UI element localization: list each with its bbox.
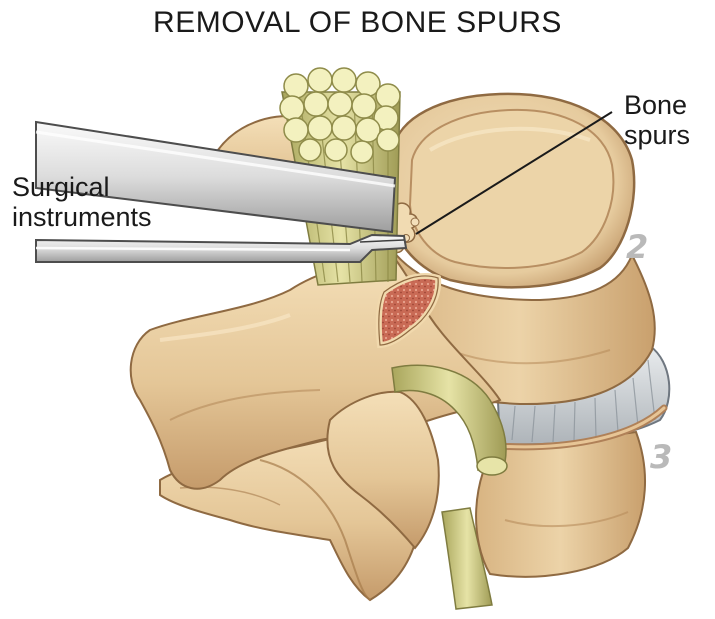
vertebra-number-3: 3 xyxy=(650,438,673,476)
bone-spurs-label: Bone spurs xyxy=(624,90,690,150)
surgical-instruments-label-line1: Surgical xyxy=(12,172,110,202)
bone-spurs-label-line2: spurs xyxy=(624,120,691,150)
exiting-nerve-root xyxy=(391,364,508,476)
vertebra-number-2: 2 xyxy=(626,228,649,266)
diagram-title: REMOVAL OF BONE SPURS xyxy=(153,6,562,39)
resected-bone xyxy=(375,272,442,349)
surgical-instrument-upper xyxy=(35,120,397,234)
surgical-instruments-label-line2: instruments xyxy=(12,202,152,232)
surgical-instruments-label: Surgical instruments xyxy=(12,172,152,232)
bone-spurs-label-line1: Bone xyxy=(624,90,688,120)
bone-spurs-leader-line xyxy=(415,111,613,235)
lower-nerve-root xyxy=(441,507,493,610)
vertebral-endplate xyxy=(390,92,636,289)
surgical-instrument-lower xyxy=(35,233,408,263)
